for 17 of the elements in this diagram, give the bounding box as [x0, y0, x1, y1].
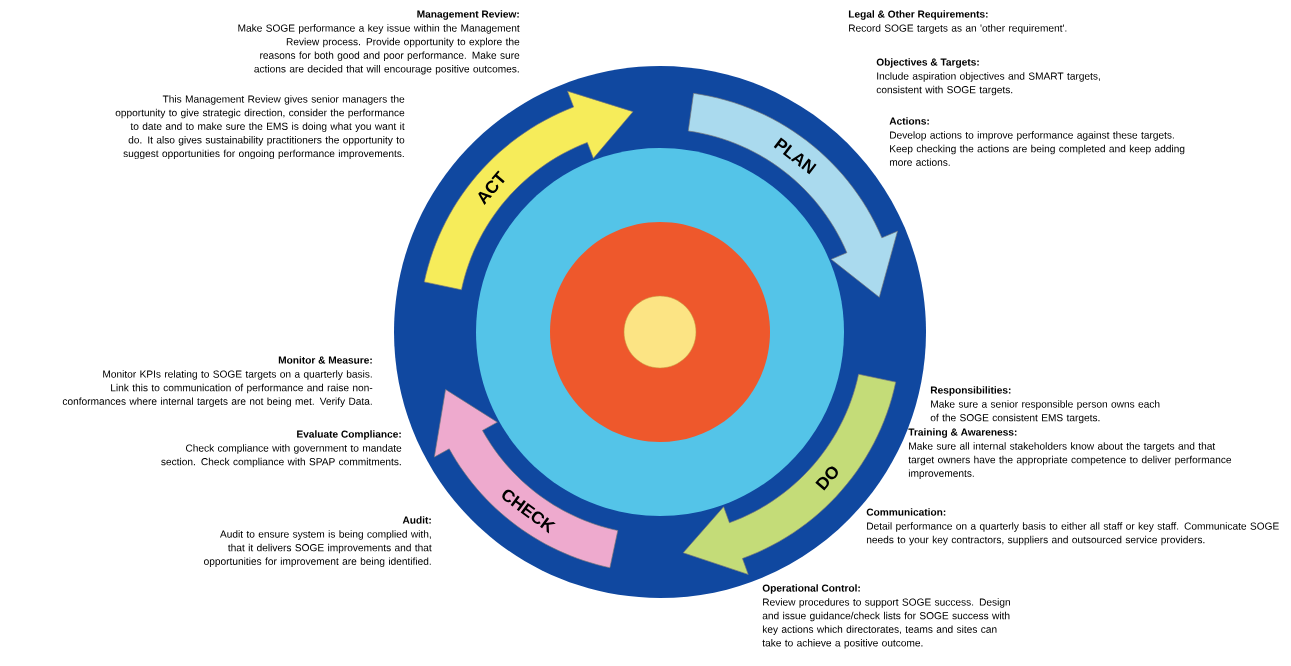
section-text: Monitor KPIs relating to SOGE targets on a quarterly basis. Link this to communication of performance and raise non-conformances where internal targets are not being met. Verify Data.: [62, 370, 373, 407]
section-heading: Evaluate Compliance:: [297, 430, 401, 440]
section-heading: Management Review:: [417, 10, 519, 20]
section-heading: Responsibilities:: [930, 386, 1011, 396]
section-text: Check compliance with government to mandate section. Check compliance with SPAP commitments.: [161, 444, 402, 468]
section-text: Include aspiration objectives and SMART targets, consistent with SOGE targets.: [876, 72, 1100, 96]
section-text: This Management Review gives senior managers the opportunity to give strategic direction, consider the performance to date and to make sure the EMS is doing what you want it do. It also gives sustainability practitioners the opportunity to suggest opportunities for ongoing performance improvements.: [115, 95, 405, 160]
section-text: Make sure a senior responsible person owns each of the SOGE consistent EMS targets.: [930, 400, 1160, 424]
section-text: Make sure all internal stakeholders know about the targets and that target owners have the appropriate competence to deliver performance improvements.: [908, 442, 1232, 479]
section-heading: Training & Awareness:: [908, 428, 1017, 438]
section-text: Make SOGE performance a key issue within the Management Review process. Provide opportunity to explore the reasons for both good and poor performance. Make sure actions are decided that will encourage positive outcomes.: [238, 24, 520, 75]
section-text: Record SOGE targets as an 'other requirement'.: [849, 24, 1067, 34]
section-heading: Monitor & Measure:: [278, 356, 372, 364]
section-heading: Legal & Other Requirements:: [848, 10, 988, 20]
section-text: Review procedures to support SOGE success. Design and issue guidance/check lists for SOGE success with key actions which directorates, teams and sites can take to achieve a positive outcome.: [762, 598, 1010, 649]
section-heading: Objectives & Targets:: [876, 58, 979, 68]
section-heading: Operational Control:: [762, 584, 860, 594]
